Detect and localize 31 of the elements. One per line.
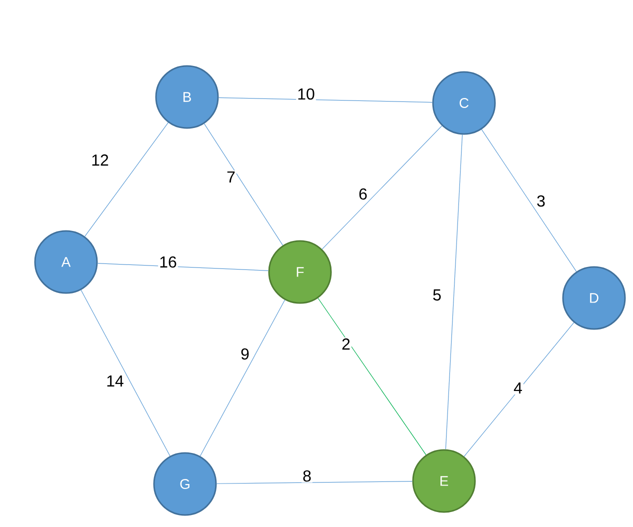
edge-label: 8 — [302, 469, 312, 483]
graph-vertex: D — [562, 266, 626, 330]
edge-label: 6 — [358, 187, 368, 201]
graph-vertex: A — [34, 230, 98, 294]
edge-label: 14 — [105, 374, 125, 388]
graph-vertex: C — [432, 71, 496, 135]
edge-line — [318, 298, 426, 456]
graph-vertex: F — [268, 240, 332, 304]
edge-line — [204, 123, 284, 246]
edge-line — [322, 125, 442, 250]
edge-line — [97, 263, 269, 271]
edge-label: 4 — [512, 382, 524, 394]
edge-label: 5 — [432, 288, 442, 302]
edge-line — [445, 134, 463, 450]
edge-line — [84, 122, 169, 237]
edge-label: 10 — [296, 87, 316, 101]
edge-line — [481, 129, 577, 272]
edge-line — [464, 322, 574, 457]
graph-vertex: B — [155, 65, 219, 129]
edge-line — [216, 481, 413, 484]
graph-vertex: G — [153, 452, 217, 516]
edge-line — [218, 97, 433, 103]
edge-label: 2 — [340, 337, 352, 351]
edge-line — [80, 290, 170, 456]
edge-line — [200, 300, 286, 456]
graph-vertex: E — [412, 449, 476, 513]
edge-label: 12 — [90, 153, 110, 167]
edge-label: 3 — [536, 194, 546, 208]
edge-label: 9 — [240, 347, 250, 361]
edge-label: 7 — [226, 170, 236, 184]
edge-label: 16 — [158, 255, 178, 269]
